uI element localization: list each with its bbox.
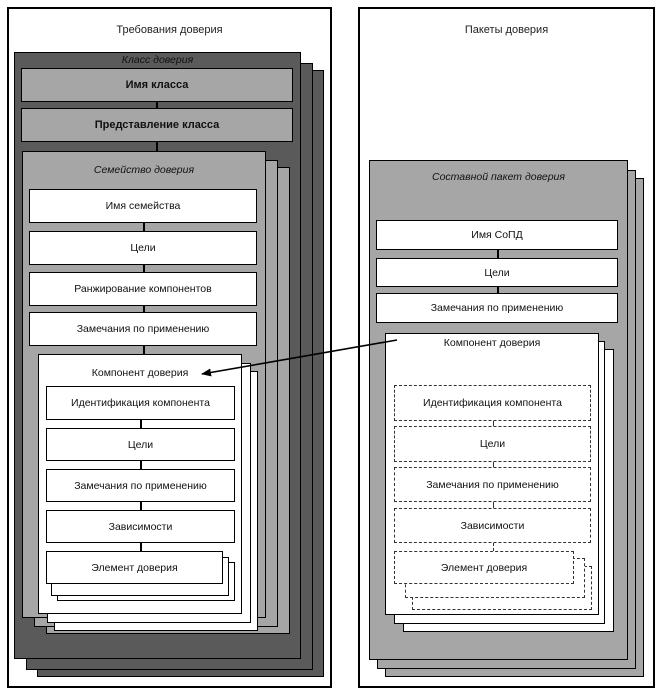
left-panel-title: Требования доверия	[116, 24, 223, 36]
family-objectives-box: Цели	[29, 231, 257, 265]
class-representation-box: Представление класса	[21, 108, 293, 142]
right-assurance-element-box: Элемент доверия	[394, 551, 574, 584]
component-application-notes-box: Замечания по применению	[46, 469, 235, 502]
composed-package-label: Составной пакет доверия	[432, 171, 565, 183]
connector	[143, 306, 145, 312]
component-dependencies-box: Зависимости	[46, 510, 235, 543]
connector	[497, 287, 499, 293]
right-component-identification-box: Идентификация компонента	[394, 385, 591, 421]
connector	[493, 421, 494, 426]
connector	[156, 142, 158, 152]
connector	[140, 461, 142, 469]
assurance-element-box: Элемент доверия	[46, 551, 223, 584]
right-component-objectives-box: Цели	[394, 426, 591, 462]
connector	[143, 265, 145, 272]
right-component-dependencies-box: Зависимости	[394, 508, 591, 543]
connector	[143, 223, 145, 231]
right-component-label: Компонент доверия	[443, 337, 541, 349]
connector	[143, 346, 145, 354]
assurance-component-label: Компонент доверия	[91, 367, 189, 379]
assurance-class-label: Класс доверия	[121, 54, 194, 66]
family-name-box: Имя семейства	[29, 189, 257, 223]
connector	[493, 543, 494, 551]
connector	[493, 502, 494, 508]
connector	[140, 420, 142, 428]
connector	[140, 543, 142, 551]
class-name-box: Имя класса	[21, 68, 293, 102]
package-application-notes-box: Замечания по применению	[376, 293, 618, 323]
connector	[493, 462, 494, 467]
right-component-application-notes-box: Замечания по применению	[394, 467, 591, 502]
component-identification-box: Идентификация компонента	[46, 386, 235, 420]
connector	[140, 502, 142, 510]
family-application-notes-box: Замечания по применению	[29, 312, 257, 346]
right-panel-title: Пакеты доверия	[464, 24, 549, 36]
package-name-box: Имя СоПД	[376, 220, 618, 250]
package-objectives-box: Цели	[376, 258, 618, 287]
connector	[497, 250, 499, 258]
connector	[156, 102, 158, 108]
assurance-family-label: Семейство доверия	[93, 164, 195, 176]
component-leveling-box: Ранжирование компонентов	[29, 272, 257, 306]
component-objectives-box: Цели	[46, 428, 235, 461]
